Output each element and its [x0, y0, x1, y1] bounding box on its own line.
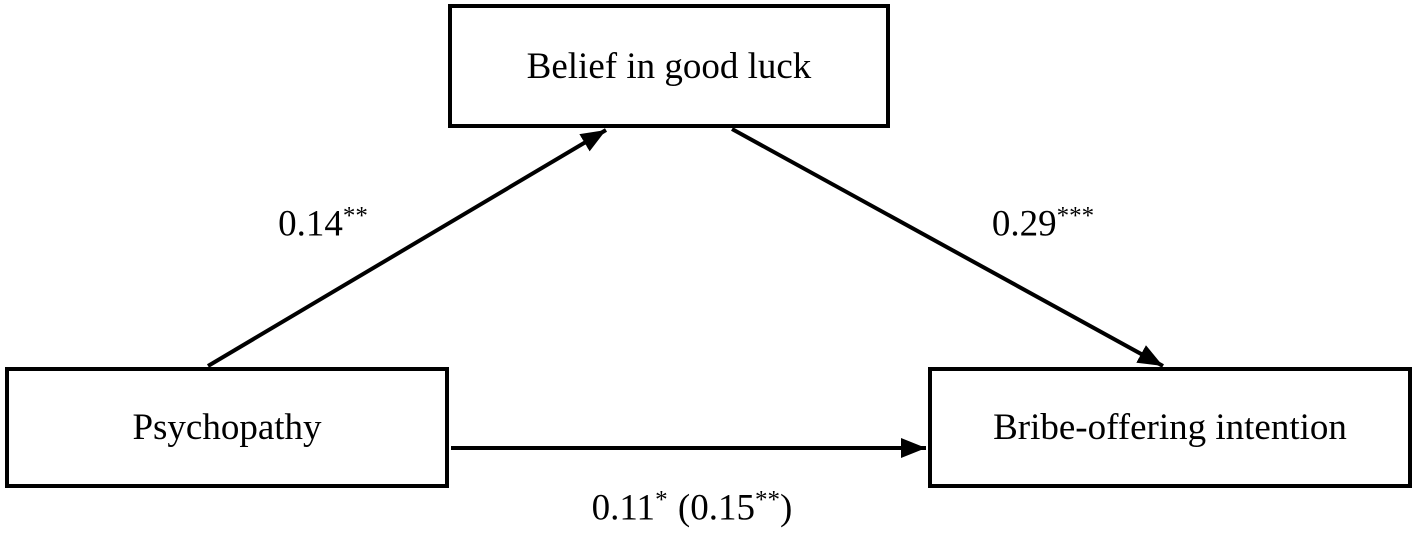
path-a-coefficient: 0.14**	[278, 203, 368, 245]
node-predictor-label: Psychopathy	[132, 407, 322, 448]
path-c-coefficient: 0.11* (0.15**)	[591, 487, 793, 529]
node-outcome: Bribe-offering intention	[928, 367, 1412, 488]
path-a-significance: **	[342, 202, 368, 229]
path-b-arrow	[731, 127, 1164, 368]
node-outcome-label: Bribe-offering intention	[993, 407, 1347, 448]
path-c-total-coef-value: (0.15	[677, 487, 755, 529]
path-c-total-significance: **	[755, 486, 780, 513]
node-mediator: Belief in good luck	[448, 4, 890, 128]
node-predictor: Psychopathy	[5, 367, 449, 488]
path-b-significance: ***	[1056, 202, 1095, 229]
path-a-arrow	[206, 128, 608, 368]
path-a-coef-value: 0.14	[278, 203, 343, 245]
path-b-coefficient: 0.29***	[991, 203, 1094, 245]
path-c-direct-significance: *	[655, 486, 668, 513]
node-mediator-label: Belief in good luck	[526, 45, 812, 87]
path-c-direct-coef-value: 0.11	[591, 487, 656, 529]
path-c-total-close-paren: )	[780, 487, 793, 529]
path-b-coef-value: 0.29	[991, 203, 1057, 245]
